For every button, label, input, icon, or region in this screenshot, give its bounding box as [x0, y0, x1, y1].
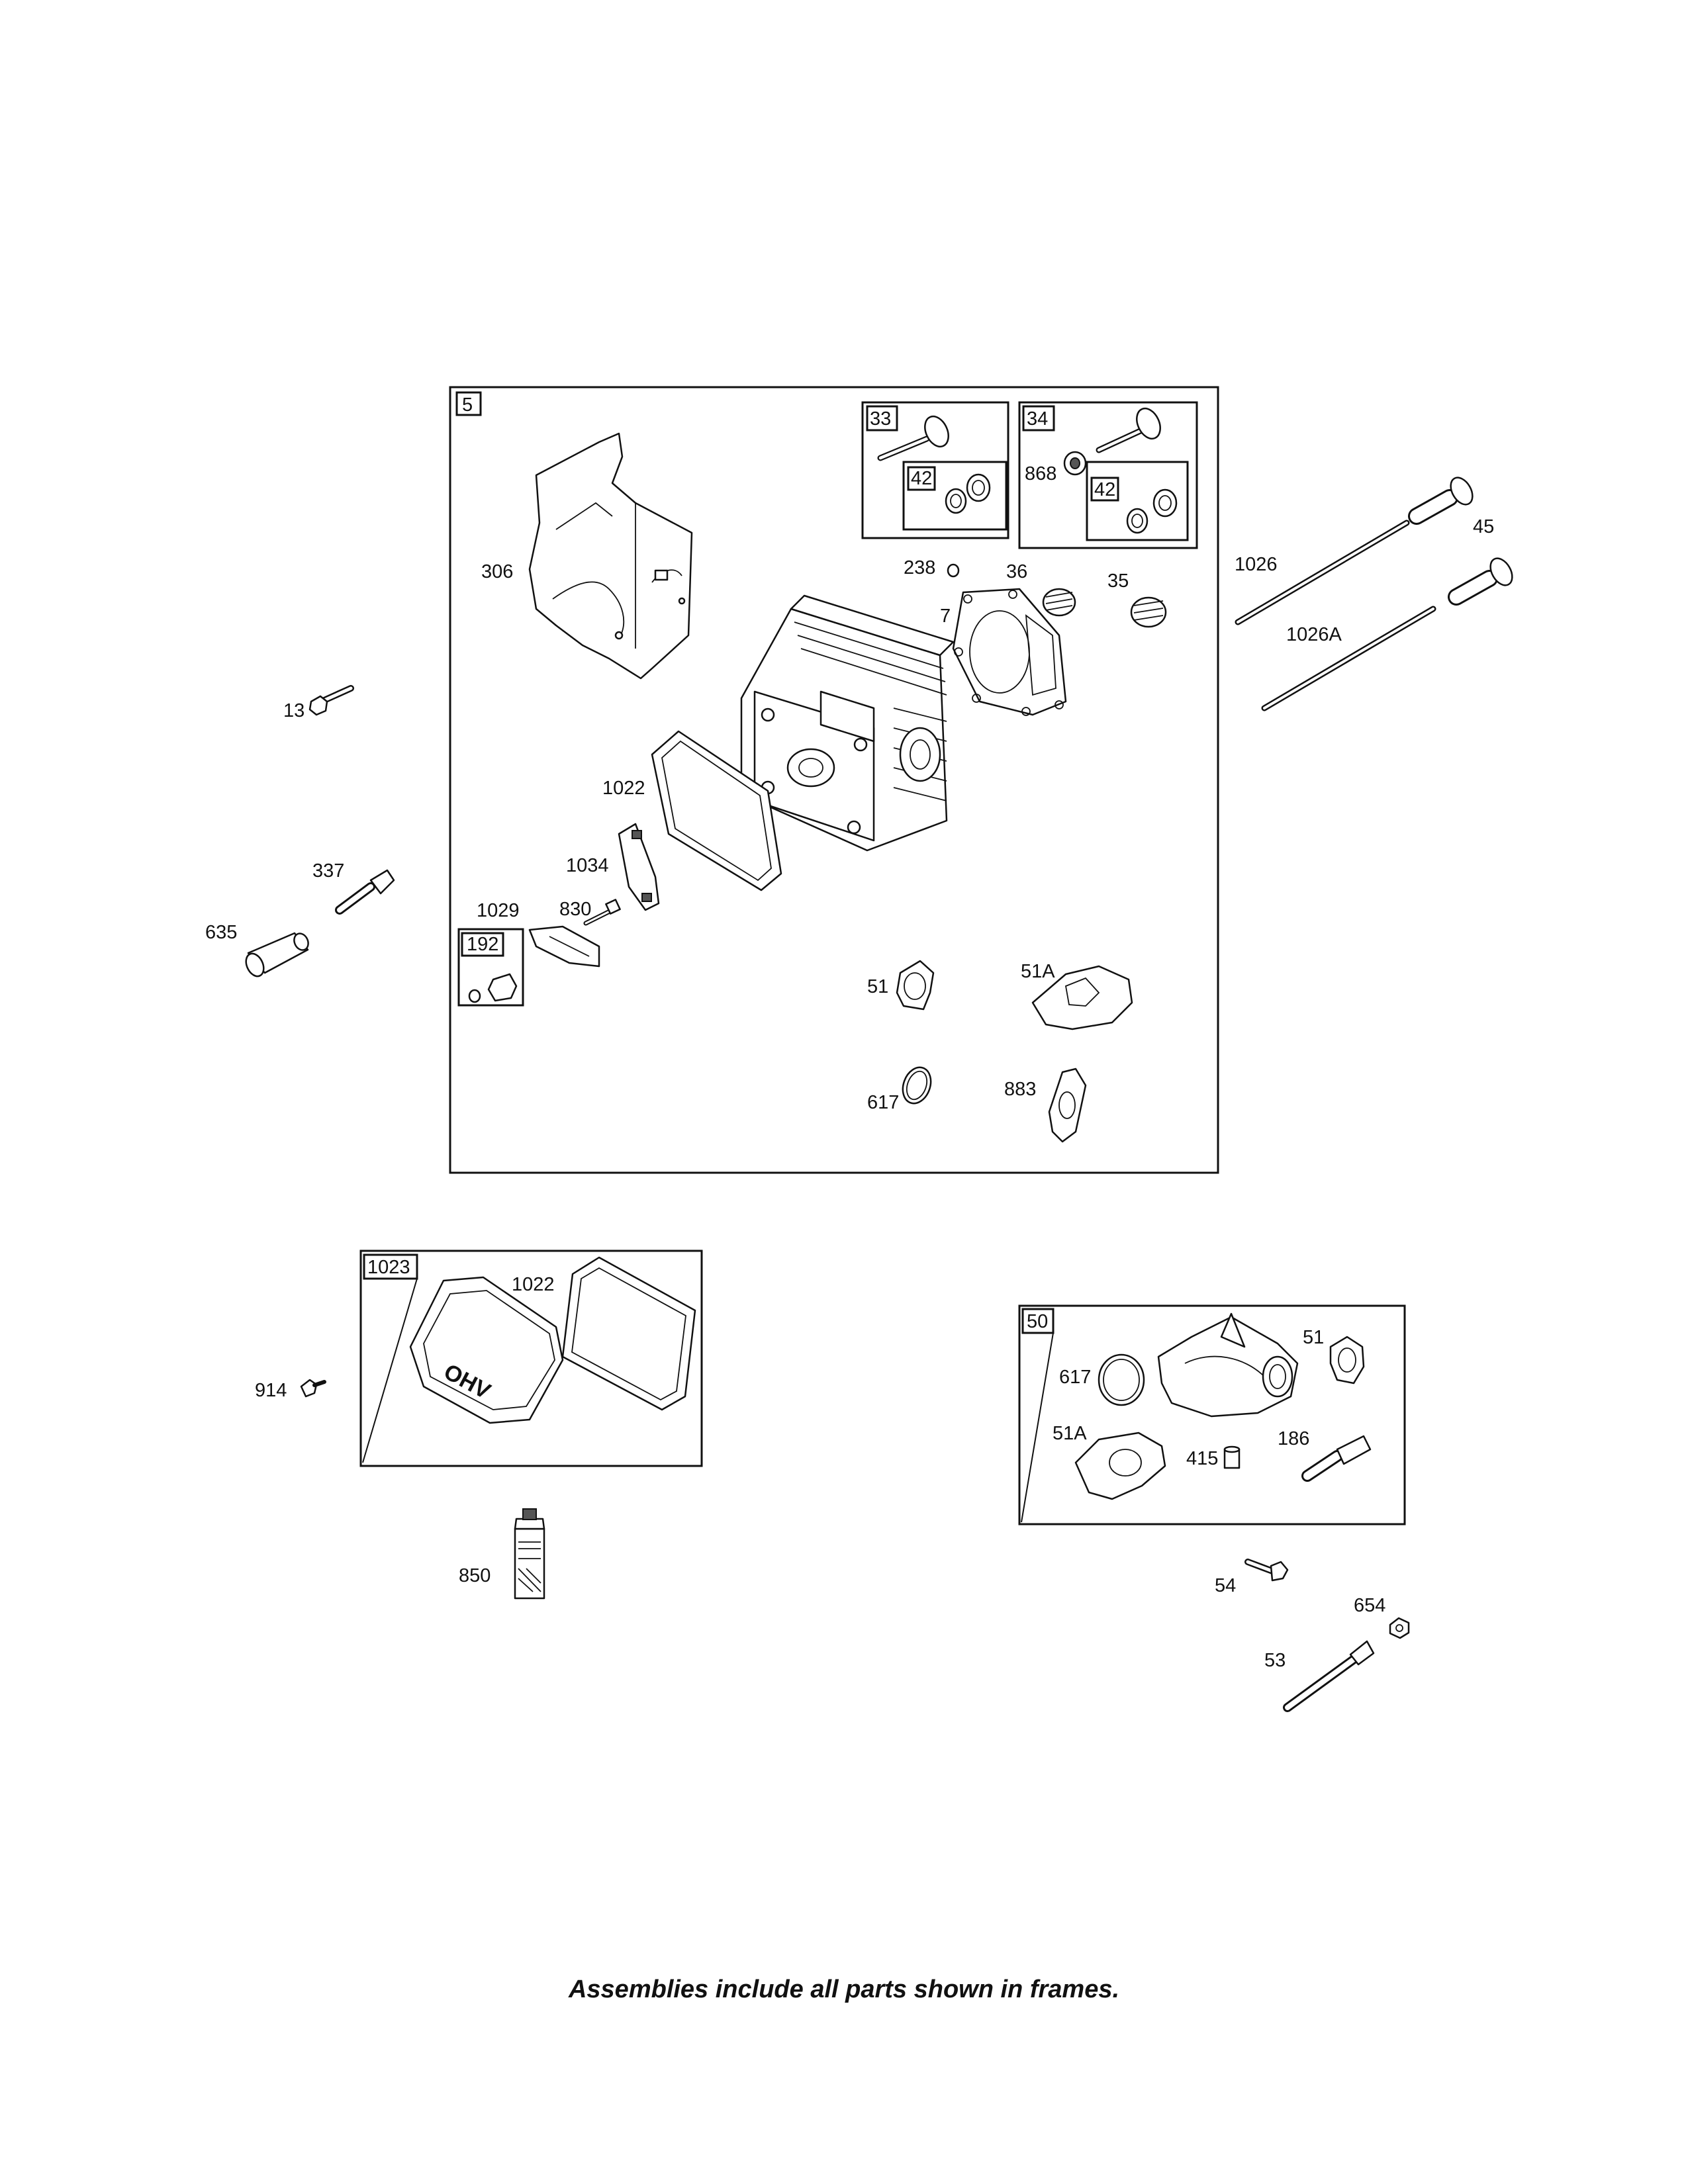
label-337: 337 — [312, 860, 344, 882]
label-635: 635 — [205, 922, 237, 943]
spark-plug-boot-icon — [245, 932, 309, 978]
rocker-arm-icon — [528, 925, 600, 968]
label-1022: 1022 — [602, 778, 645, 799]
label-617: 617 — [867, 1092, 899, 1113]
label-883: 883 — [1004, 1079, 1036, 1100]
label-850: 850 — [459, 1565, 491, 1586]
label-45: 45 — [1473, 516, 1494, 537]
label-51A: 51A — [1021, 961, 1055, 982]
cylinder-head-icon — [740, 594, 955, 852]
label-1026A: 1026A — [1286, 624, 1342, 645]
frame-5: 5 — [449, 386, 1219, 1174]
head-gasket-icon — [952, 588, 1067, 716]
valve-seal-icon — [945, 473, 991, 514]
label-36: 36 — [1006, 561, 1027, 582]
tappet-icon — [1408, 477, 1474, 525]
fitting-icon — [1301, 1435, 1372, 1482]
push-rod-icon — [1235, 520, 1410, 625]
valve-guide-icon — [1063, 451, 1087, 476]
sealant-tube-icon — [514, 1508, 545, 1600]
label-830: 830 — [559, 899, 591, 920]
o-ring-icon — [902, 1066, 932, 1105]
label-415: 415 — [1186, 1448, 1218, 1469]
label-53: 53 — [1264, 1650, 1286, 1671]
exhaust-valve-icon — [877, 415, 949, 461]
label-238: 238 — [904, 557, 935, 578]
label-1026: 1026 — [1235, 554, 1278, 575]
label-35: 35 — [1107, 570, 1129, 592]
label-51A-adapter: 51A — [1053, 1423, 1087, 1444]
label-54: 54 — [1215, 1575, 1236, 1596]
pin-icon — [947, 563, 960, 578]
label-868: 868 — [1025, 463, 1056, 484]
label-186: 186 — [1278, 1428, 1309, 1449]
frame-33-label: 33 — [870, 408, 891, 430]
label-13: 13 — [283, 700, 305, 721]
bolt-icon — [308, 685, 354, 716]
rocker-cover-icon: OHV — [409, 1276, 564, 1424]
footnote: Assemblies include all parts shown in fr… — [568, 1976, 1120, 2003]
nut-icon — [468, 973, 518, 1003]
screw-icon — [300, 1379, 326, 1398]
part-labels: 306 13 337 635 1022 1034 1029 830 238 7 … — [205, 463, 1494, 1671]
adapter-gasket-icon — [1031, 965, 1133, 1030]
label-51: 51 — [867, 976, 888, 997]
valve-spring-icon — [1130, 596, 1167, 628]
label-914: 914 — [255, 1380, 287, 1401]
frame-42a-label: 42 — [911, 468, 932, 489]
spark-plug-icon — [335, 869, 395, 915]
adapter-gasket-icon — [1074, 1432, 1166, 1500]
frame-50-label: 50 — [1027, 1311, 1048, 1332]
stud-icon — [1283, 1640, 1375, 1712]
label-1029: 1029 — [477, 900, 520, 921]
frame-33: 33 42 — [861, 401, 1009, 539]
bolt-icon — [1244, 1559, 1289, 1582]
label-7: 7 — [940, 606, 951, 627]
intake-gasket-icon — [1329, 1336, 1365, 1385]
plug-icon — [1223, 1445, 1241, 1469]
frame-50: 50 — [1018, 1304, 1406, 1525]
frame-34: 34 42 — [1018, 401, 1198, 549]
valve-spring-icon — [1042, 588, 1076, 617]
cover-gasket-icon — [651, 730, 782, 891]
frame-34-label: 34 — [1027, 408, 1048, 430]
frame-5-label: 5 — [462, 394, 473, 416]
frame-192-label: 192 — [467, 934, 498, 955]
frame-1023-label: 1023 — [367, 1257, 410, 1278]
valve-seal-icon — [1126, 488, 1178, 534]
o-ring-icon — [1098, 1353, 1145, 1406]
gasket-icon — [1048, 1068, 1087, 1143]
label-1022-cover: 1022 — [512, 1274, 555, 1295]
label-617-adapter: 617 — [1059, 1367, 1091, 1388]
nut-icon — [1389, 1617, 1410, 1639]
rocker-stud-icon — [583, 899, 621, 926]
label-1034: 1034 — [566, 855, 609, 876]
frame-42b-label: 42 — [1094, 479, 1115, 500]
label-306: 306 — [481, 561, 513, 582]
push-rod-icon — [1261, 606, 1436, 711]
intake-gasket-icon — [896, 960, 935, 1011]
intake-adapter-icon — [1157, 1312, 1299, 1418]
air-shroud-icon — [528, 432, 693, 680]
intake-valve-icon — [1096, 407, 1161, 453]
breather-icon — [618, 823, 660, 911]
label-51-adapter: 51 — [1303, 1327, 1324, 1348]
frame-192: 192 — [457, 928, 524, 1007]
label-654: 654 — [1354, 1595, 1385, 1616]
cover-gasket-icon — [561, 1256, 696, 1411]
tappet-icon — [1448, 557, 1513, 606]
frame-1023: 1023 OHV — [359, 1250, 703, 1467]
